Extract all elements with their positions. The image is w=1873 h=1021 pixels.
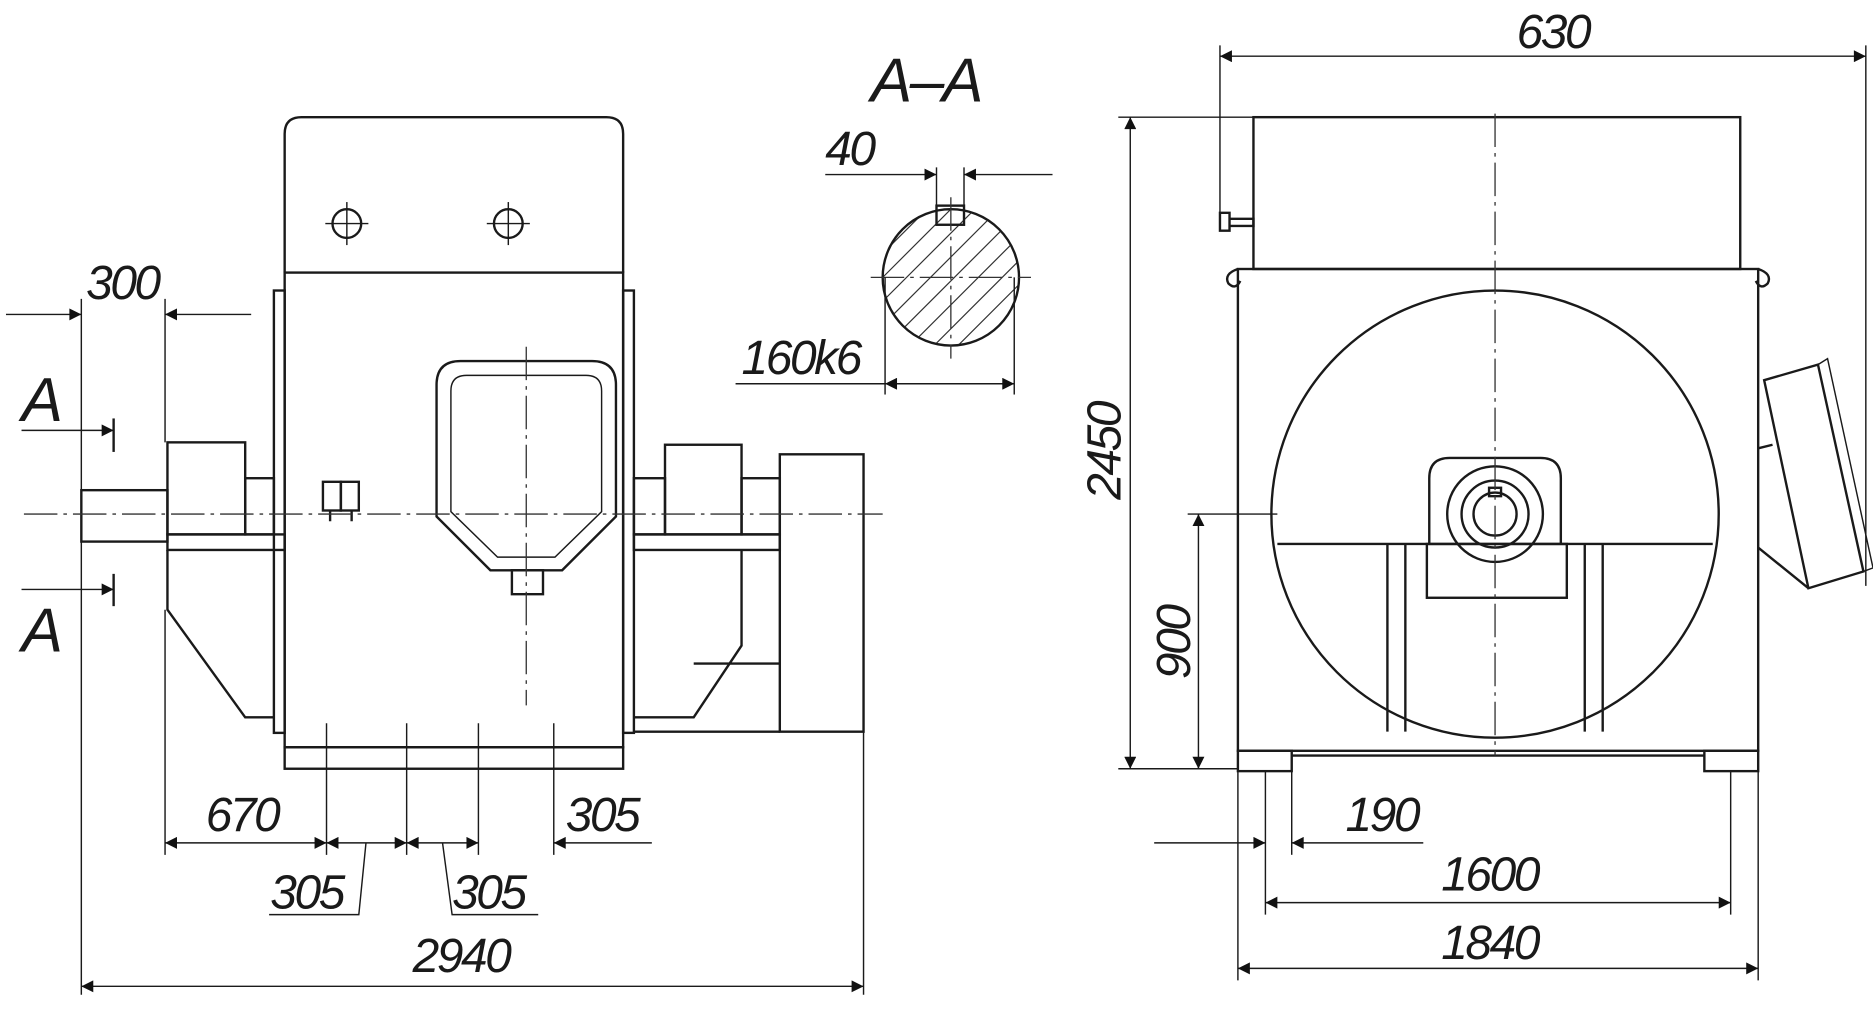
- dim-2940: 2940: [412, 930, 513, 983]
- top-enclosure: [283, 115, 625, 273]
- dim-190: 190: [1346, 789, 1421, 842]
- motor-body-side: [1236, 267, 1760, 753]
- lifting-eye-left: [1225, 267, 1242, 288]
- dim-300: 300: [86, 257, 161, 310]
- dim-305-left: 305: [270, 867, 345, 920]
- dim-160k6: 160k6: [742, 332, 863, 385]
- dim-900: 900: [1148, 604, 1201, 679]
- right-bearing: [663, 443, 743, 536]
- lifting-hole-icon: [325, 202, 369, 246]
- lifting-hole-icon: [486, 202, 530, 246]
- foot-left: [1236, 749, 1293, 773]
- side-view: 630 2450 900 190 1600 1840: [1079, 6, 1873, 981]
- left-flange: [272, 289, 286, 735]
- dim-305-middle: 305: [452, 867, 527, 920]
- terminal-box-side: [1757, 363, 1865, 590]
- fan-cover: [778, 453, 865, 733]
- dim-670: 670: [206, 789, 281, 842]
- dim-40: 40: [825, 123, 876, 176]
- shaft: [80, 488, 169, 543]
- top-enclosure-side: [1252, 115, 1742, 271]
- front-view: 300 A A 670 305 305 305 2940: [5, 115, 883, 995]
- section-mark-a-top: A: [18, 366, 61, 435]
- right-flange: [621, 289, 636, 735]
- section-title: A–A: [867, 47, 981, 116]
- terminal-box-icon: [321, 480, 361, 522]
- dim-630: 630: [1517, 6, 1592, 59]
- dim-1600: 1600: [1441, 849, 1541, 902]
- dim-1840: 1840: [1441, 917, 1541, 970]
- foot-right: [1703, 749, 1760, 773]
- inspection-window: [435, 359, 618, 572]
- left-bearing: [166, 441, 247, 536]
- section-a-a: A–A 40 160k6: [735, 47, 1053, 395]
- section-mark-a-bottom: A: [18, 597, 61, 666]
- dim-305-right: 305: [566, 789, 641, 842]
- base-plate: [283, 746, 625, 770]
- dim-2450: 2450: [1079, 400, 1132, 501]
- lifting-eye-right: [1754, 267, 1771, 288]
